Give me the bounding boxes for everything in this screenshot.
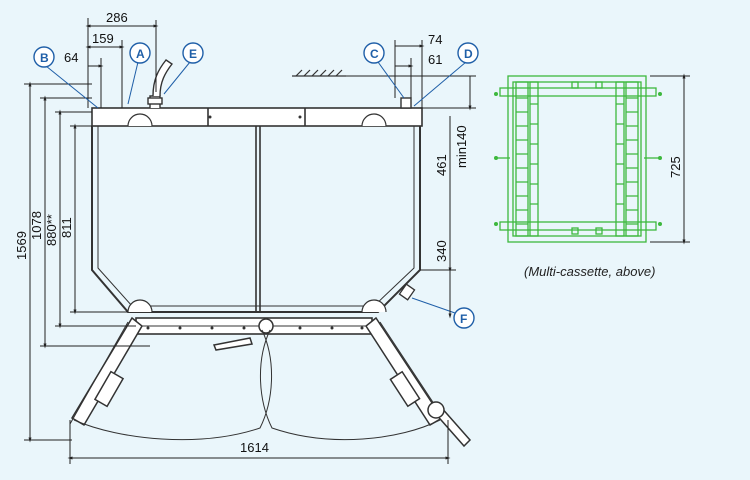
multi-cassette-diagram: [496, 75, 660, 243]
right-dimensions: [346, 75, 476, 319]
callout-e: E: [182, 42, 204, 64]
screws: [146, 115, 364, 330]
callout-f: F: [453, 307, 475, 329]
svg-text:C: C: [370, 47, 379, 61]
bottom-dimension: [67, 420, 451, 464]
svg-text:F: F: [460, 312, 467, 326]
svg-text:B: B: [40, 51, 49, 65]
cassette-dots: [494, 92, 662, 226]
top-dimensions: [85, 18, 425, 108]
faucet: [147, 59, 174, 108]
dim-159: 159: [92, 31, 114, 46]
dim-461: 461: [434, 154, 449, 176]
dim-1569: 1569: [14, 231, 29, 260]
callout-d: D: [457, 42, 479, 64]
detail-f-part: [398, 283, 456, 314]
cassette-dimension: [650, 73, 690, 245]
callout-b: B: [33, 46, 55, 68]
callout-c: C: [363, 42, 385, 64]
svg-text:E: E: [189, 47, 197, 61]
callout-leaders: [45, 61, 467, 109]
svg-text:A: A: [136, 47, 145, 61]
dim-74: 74: [428, 32, 442, 47]
dim-286: 286: [106, 10, 128, 25]
dim-min140: min140: [454, 125, 469, 168]
connector-cd: [400, 97, 412, 109]
cassette-caption: (Multi-cassette, above): [524, 264, 656, 279]
dim-61: 61: [428, 52, 442, 67]
dim-725: 725: [668, 156, 683, 178]
dim-880: 880**: [44, 214, 59, 246]
doors: [69, 316, 472, 448]
door-swing-arcs: [73, 329, 441, 441]
callout-a: A: [129, 42, 151, 64]
rail-holes: [127, 113, 387, 313]
wall-hatch: [292, 69, 346, 77]
dim-811: 811: [59, 217, 74, 238]
svg-text:D: D: [464, 47, 473, 61]
left-dimensions: [24, 81, 150, 443]
dim-340: 340: [434, 240, 449, 262]
dim-1078: 1078: [29, 211, 44, 240]
dim-1614: 1614: [240, 440, 269, 455]
dim-64: 64: [64, 50, 78, 65]
